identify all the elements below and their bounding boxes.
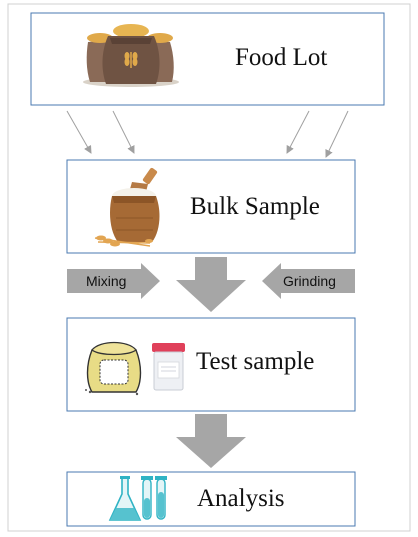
- food-lot-box: [30, 12, 385, 106]
- bulk-sample-label: Bulk Sample: [190, 193, 320, 220]
- sampling-arrow-3: [286, 110, 310, 154]
- outer-frame: [7, 3, 411, 532]
- mixing-label: Mixing: [86, 273, 127, 289]
- mixing-arrow: [67, 263, 160, 299]
- analysis-label: Analysis: [197, 485, 285, 512]
- test-sample-label: Test sample: [196, 348, 315, 375]
- sampling-arrow-1: [66, 110, 92, 154]
- grinding-arrow: [262, 263, 355, 299]
- flour-sack-icon: [94, 167, 160, 247]
- sample-container-icon: [152, 343, 185, 391]
- lab-glassware-icon: [108, 476, 167, 521]
- sampling-arrow-4: [325, 110, 349, 158]
- grain-sacks-icon: [83, 24, 179, 87]
- sample-bag-icon: [85, 341, 142, 396]
- sampling-arrows: [66, 110, 349, 158]
- down-arrow-1: [176, 257, 246, 312]
- analysis-box: [66, 471, 356, 527]
- grinding-label: Grinding: [283, 273, 336, 289]
- sampling-arrow-2: [112, 110, 135, 154]
- food-lot-label: Food Lot: [235, 44, 328, 71]
- down-arrow-2: [176, 414, 246, 468]
